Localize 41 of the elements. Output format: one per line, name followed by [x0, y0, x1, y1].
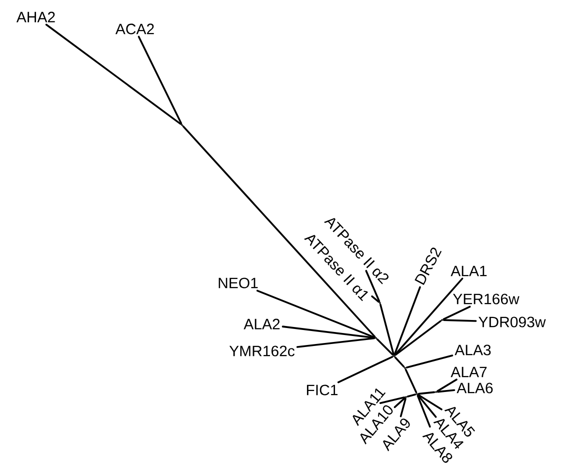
branch-line — [442, 306, 471, 320]
branch-line — [400, 398, 406, 418]
branch-line — [394, 320, 442, 356]
branch-line — [404, 368, 418, 394]
leaf-label: YMR162c — [229, 346, 295, 356]
branch-line — [379, 396, 406, 404]
branch-line — [394, 397, 406, 408]
leaf-label: NEO1 — [218, 278, 258, 288]
branch-line — [417, 394, 437, 418]
branch-line — [337, 356, 394, 384]
branch-line — [376, 338, 394, 356]
branch-line — [282, 326, 376, 339]
branch-line — [45, 24, 182, 125]
leaf-label: FIC1 — [306, 384, 338, 396]
leaf-label: ALA2 — [244, 318, 280, 330]
leaf-label: ACA2 — [115, 24, 154, 34]
branch-line — [256, 290, 376, 338]
branch-line — [416, 394, 431, 428]
branch-line — [138, 36, 182, 124]
branch-line — [406, 354, 454, 368]
branch-line — [296, 337, 376, 348]
branch-line — [394, 356, 405, 368]
leaf-label: ALA6 — [456, 382, 493, 394]
branch-line — [442, 319, 477, 322]
branch-line — [406, 394, 416, 398]
branch-line — [436, 378, 458, 392]
branch-line — [436, 389, 456, 393]
branch-line — [394, 286, 421, 356]
branch-line — [380, 304, 394, 356]
leaf-label: YER166w — [452, 294, 520, 304]
leaf-label: AHA2 — [16, 12, 55, 22]
leaf-label: ALA1 — [450, 266, 487, 276]
leaf-label: ALA3 — [454, 344, 491, 356]
branch-line — [182, 125, 376, 338]
leaf-label: ALA7 — [450, 366, 487, 378]
branch-line — [418, 394, 442, 410]
branch-line — [365, 270, 380, 302]
branch-line — [418, 391, 436, 395]
branch-line — [371, 295, 380, 303]
branch-line — [394, 278, 464, 356]
leaf-label: YDR093w — [478, 316, 546, 328]
